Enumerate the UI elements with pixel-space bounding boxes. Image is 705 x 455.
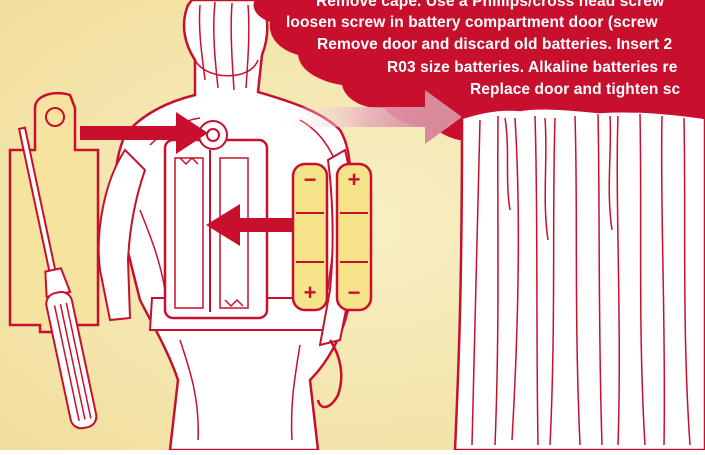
instruction-line-1: Remove cape. Use a Phillips/cross head s… — [316, 0, 665, 10]
cape — [453, 107, 705, 452]
spring-icon — [179, 156, 199, 166]
instruction-line-5: Replace door and tighten sc — [470, 81, 681, 98]
battery-bottom-terminal: − — [348, 280, 361, 305]
arrow-left-icon — [206, 204, 294, 246]
battery-top-terminal: − — [304, 167, 317, 192]
screwdriver-icon — [17, 126, 98, 430]
instruction-line-4: R03 size batteries. Alkaline batteries r… — [387, 59, 678, 76]
spring-icon — [224, 298, 244, 308]
instruction-line-2: loosen screw in battery compartment door… — [286, 14, 658, 31]
battery-top-terminal: + — [348, 167, 361, 192]
arrow-right-icon — [80, 112, 208, 154]
battery-icon: − + — [291, 162, 329, 312]
screw-icon — [45, 107, 65, 127]
instruction-line-3: Remove door and discard old batteries. I… — [317, 36, 673, 53]
battery-bottom-terminal: + — [304, 280, 317, 305]
arrow-right-icon — [278, 90, 462, 144]
battery-icon: + − — [335, 162, 373, 312]
